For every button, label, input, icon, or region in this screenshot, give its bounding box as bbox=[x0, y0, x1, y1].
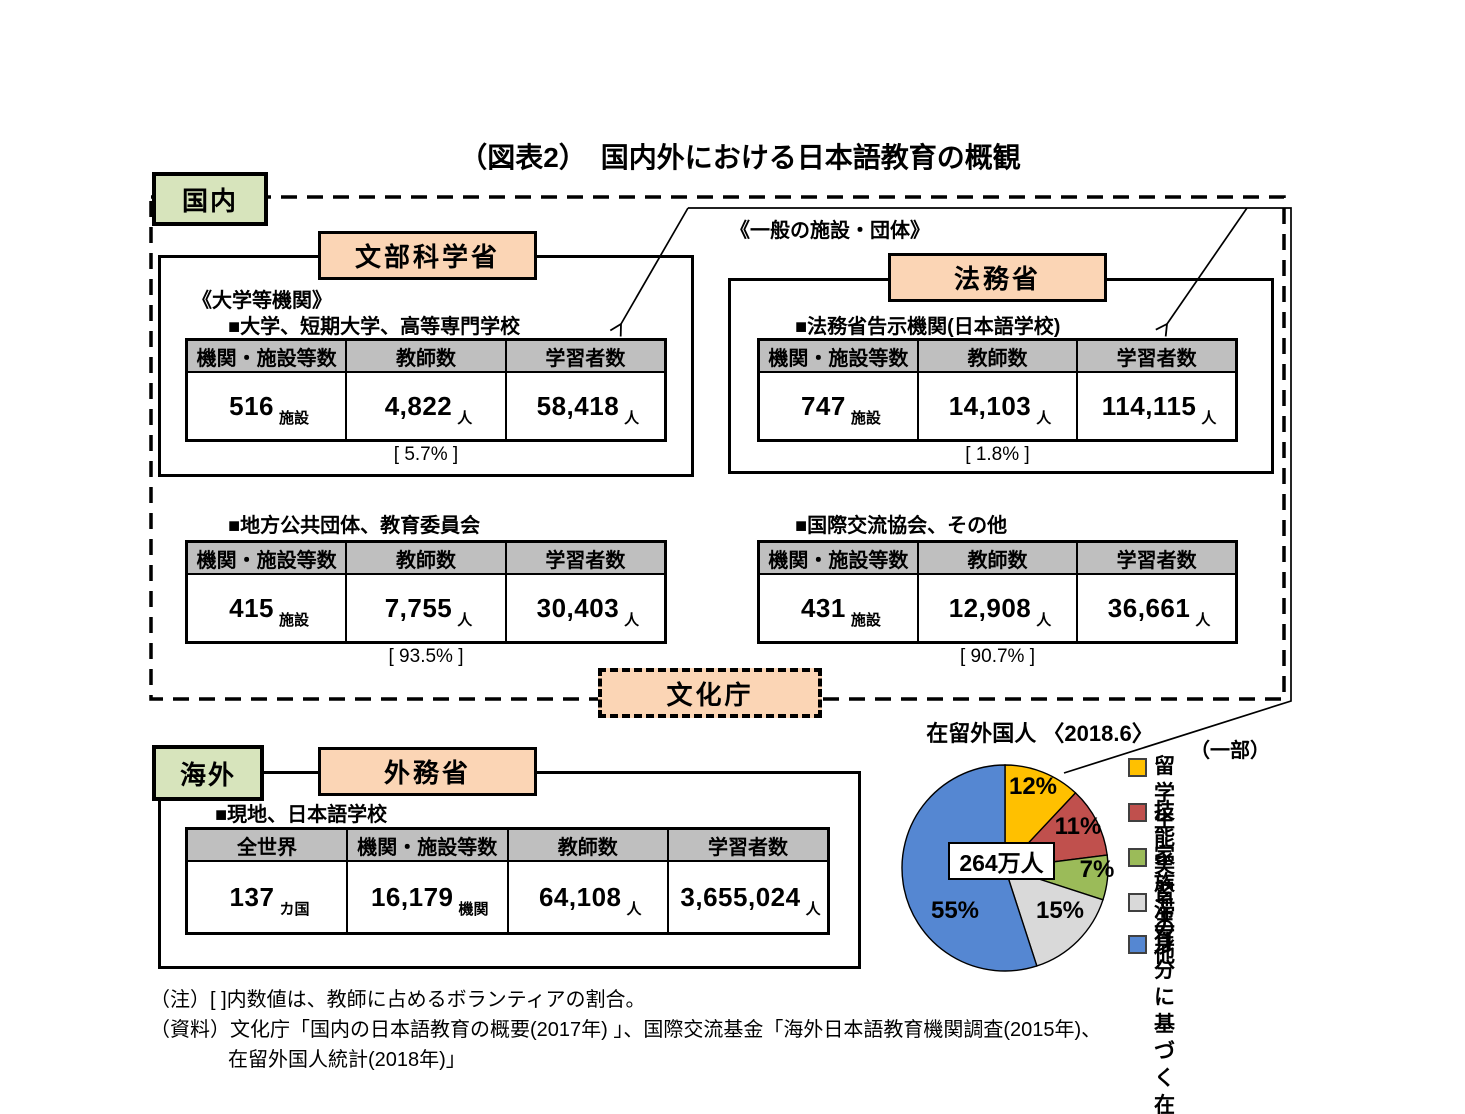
overseas-item-label: ■現地、日本語学校 bbox=[215, 804, 388, 826]
column-header: 学習者数 bbox=[667, 827, 830, 862]
pie-center-label: 264万人 bbox=[948, 842, 1055, 880]
pie-percent-label: 12% bbox=[1008, 773, 1058, 800]
legend-item: 技能実習生 bbox=[1128, 798, 1175, 933]
column-header: 学習者数 bbox=[504, 540, 667, 575]
moj-item-label: ■法務省告示機関(日本語学校) bbox=[795, 316, 1061, 338]
pie-percent-label: 55% bbox=[930, 897, 980, 924]
legend-swatch bbox=[1128, 758, 1147, 777]
legend-item: 身分に基づく 在留資格 bbox=[1128, 930, 1175, 1114]
page-title: （図表2） 国内外における日本語教育の概観 bbox=[459, 142, 1021, 173]
note-line-3: 在留外国人統計(2018年)」 bbox=[228, 1049, 466, 1071]
column-header: 学習者数 bbox=[1076, 540, 1238, 575]
general-facilities-note: 《一般の施設・団体》 bbox=[730, 220, 930, 242]
legend-label: 家族滞在 bbox=[1154, 845, 1175, 949]
note-line-1: （注）[ ]内数値は、教師に占めるボランティアの割合。 bbox=[150, 989, 646, 1011]
column-header: 教師数 bbox=[345, 540, 507, 575]
legend-swatch bbox=[1128, 893, 1147, 912]
pie-percent-label: 11% bbox=[1054, 813, 1102, 840]
pie-percent-label: 7% bbox=[1079, 856, 1115, 883]
column-header: 全世界 bbox=[185, 827, 348, 862]
volunteer-ratio-note: [ 1.8% ] bbox=[965, 444, 1030, 465]
column-header: 機関・施設等数 bbox=[185, 540, 348, 575]
note-line-2: （資料）文化庁「国内の日本語教育の概要(2017年) 」、国際交流基金「海外日本… bbox=[150, 1019, 1102, 1041]
bunkacho-header: 文化庁 bbox=[598, 668, 822, 718]
legend-swatch bbox=[1128, 803, 1147, 822]
column-header: 機関・施設等数 bbox=[757, 540, 919, 575]
legend-label: 身分に基づく 在留資格 bbox=[1154, 932, 1175, 1114]
legend-swatch bbox=[1128, 935, 1147, 954]
legend-item: その他 bbox=[1128, 888, 1175, 969]
column-header: 機関・施設等数 bbox=[757, 338, 919, 373]
column-header: 学習者数 bbox=[504, 338, 667, 373]
mext-header: 文部科学省 bbox=[318, 231, 537, 280]
legend-swatch bbox=[1128, 848, 1147, 867]
intl-exchange-item-label: ■国際交流協会、その他 bbox=[795, 515, 1008, 537]
column-header: 機関・施設等数 bbox=[185, 338, 348, 373]
local-gov-item-label: ■地方公共団体、教育委員会 bbox=[228, 515, 481, 537]
column-header: 学習者数 bbox=[1076, 338, 1238, 373]
column-header: 教師数 bbox=[916, 540, 1079, 575]
volunteer-ratio-note: [ 5.7% ] bbox=[393, 444, 459, 465]
mext-item-label: ■大学、短期大学、高等専門学校 bbox=[228, 316, 521, 338]
pie-percent-label: 15% bbox=[1035, 897, 1085, 924]
legend-item: 家族滞在 bbox=[1128, 843, 1175, 951]
volunteer-ratio-note: [ 93.5% ] bbox=[388, 646, 464, 667]
mofa-header: 外務省 bbox=[318, 747, 537, 796]
column-header: 機関・施設等数 bbox=[346, 827, 509, 862]
column-header: 教師数 bbox=[506, 827, 669, 862]
pie-partial-note: （一部） bbox=[1190, 740, 1270, 762]
moj-header: 法務省 bbox=[888, 253, 1107, 302]
legend-label: その他 bbox=[1154, 890, 1175, 967]
pie-chart-title: 在留外国人 〈2018.6〉 bbox=[926, 721, 1154, 746]
legend-label: 技能実習生 bbox=[1154, 800, 1175, 931]
zone-label-overseas: 海外 bbox=[152, 745, 264, 801]
volunteer-ratio-note: [ 90.7% ] bbox=[960, 646, 1035, 667]
column-header: 教師数 bbox=[345, 338, 507, 373]
residents-pie-chart bbox=[901, 764, 1109, 972]
zone-label-domestic: 国内 bbox=[152, 172, 268, 226]
mext-subtitle: 《大学等機関》 bbox=[192, 290, 332, 312]
column-header: 教師数 bbox=[916, 338, 1079, 373]
